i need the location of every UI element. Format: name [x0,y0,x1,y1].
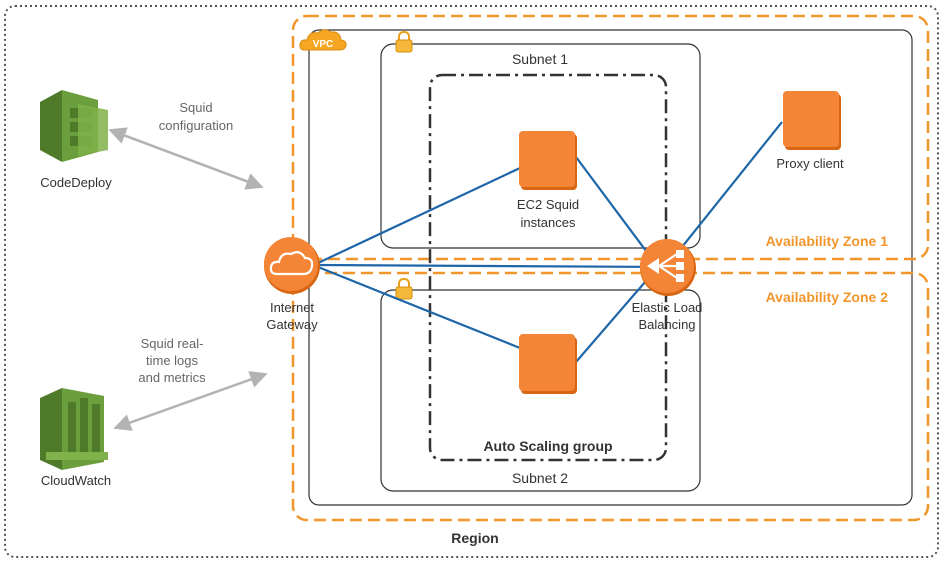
proxy-client [783,91,841,150]
availability-zone-1-label: Availability Zone 1 [766,233,889,249]
ec2-instance-1 [519,131,577,190]
subnet-1-label: Subnet 1 [512,51,568,67]
codedeploy-label: CodeDeploy [40,175,112,190]
link-gateway-ec2-2 [317,265,521,350]
subnet-2-label: Subnet 2 [512,470,568,486]
vpc-cloud-icon [299,29,347,51]
link-gateway-ec2-1 [317,167,521,264]
internet-gateway [264,237,320,294]
load-balancer-icon [647,250,684,282]
vpc-badge-label: VPC [313,39,334,50]
codedeploy-icon [40,90,108,162]
link-ec2-1-elb [575,156,659,268]
ec2-instances-label-line2: instances [521,215,576,230]
region-label: Region [451,530,498,546]
codedeploy-config-arrow [108,127,264,190]
codedeploy-arrow-label-line1: Squid [179,100,212,115]
internet-gateway-label-line1: Internet [270,300,314,315]
ec2-instance-2 [519,334,577,394]
elb-label-line1: Elastic Load [632,300,703,315]
link-gateway-elb [317,263,667,269]
subnet-2-padlock-icon [395,277,413,300]
availability-zone-2-label: Availability Zone 2 [766,289,889,305]
elb-label-line2: Balancing [638,317,695,332]
codedeploy-arrow-label-line2: configuration [159,118,233,133]
region-boundary [4,5,939,558]
cloudwatch-arrow-label-line3: and metrics [138,370,206,385]
cloudwatch-logs-arrow [113,371,268,431]
subnet-2-box [380,289,701,492]
subnet-1-box [380,43,701,249]
internet-gateway-label-line2: Gateway [266,317,318,332]
cloudwatch-icon [40,388,108,470]
vpc-badge: VPC [299,29,347,51]
availability-zone-2 [291,271,930,522]
proxy-client-label: Proxy client [776,156,844,171]
availability-zone-1 [291,14,930,261]
cloudwatch-label: CloudWatch [41,473,111,488]
elastic-load-balancer [640,239,696,296]
auto-scaling-group-label: Auto Scaling group [483,438,612,454]
cloudwatch-arrow-label-line1: Squid real- [141,336,204,351]
ec2-instances-label-line1: EC2 Squid [517,197,579,212]
link-elb-proxy-client [665,121,783,268]
cloud-icon [269,251,314,276]
cloudwatch-arrow-label-line2: time logs [146,353,199,368]
subnet-1-padlock-icon [395,30,413,53]
